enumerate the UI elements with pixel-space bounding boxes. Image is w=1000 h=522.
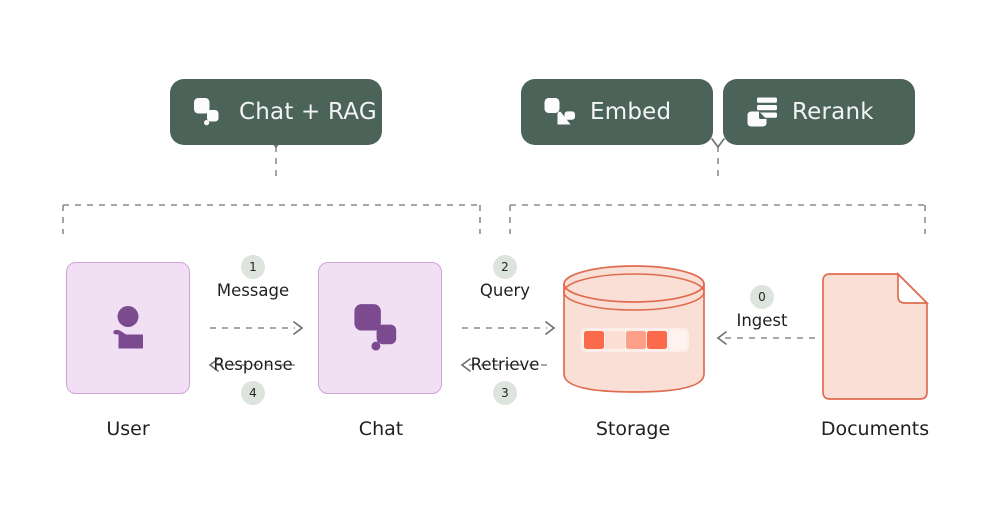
storage-progress-bar [581, 328, 689, 352]
message-arrowhead [293, 321, 304, 335]
capability-chip-embed[interactable]: Embed [521, 79, 713, 145]
chat-bubbles-icon [194, 98, 219, 126]
node-label-documents: Documents [820, 418, 930, 440]
rerank-stack-icon [747, 97, 777, 127]
flow-badge-response: 4 [241, 381, 265, 405]
chat-bubbles-icon [354, 304, 397, 351]
node-documents[interactable] [820, 272, 930, 402]
flow-label-query: Query [479, 281, 531, 300]
capability-chip-rerank[interactable]: Rerank [723, 79, 915, 145]
query-arrowhead [545, 321, 556, 335]
flow-label-response: Response [213, 355, 293, 374]
embed-shapes-icon [544, 98, 575, 125]
capability-chip-chat-rag[interactable]: Chat + RAG [170, 79, 382, 145]
database-cylinder-icon [563, 265, 705, 393]
flow-badge-retrieve: 3 [493, 381, 517, 405]
capability-chip-label: Rerank [792, 99, 874, 125]
user-person-icon [113, 306, 143, 349]
capability-chip-label: Chat + RAG [239, 99, 377, 125]
node-label-storage: Storage [595, 418, 671, 440]
node-chat[interactable] [318, 262, 442, 394]
capability-chip-label: Embed [590, 99, 672, 125]
flow-label-ingest: Ingest [736, 311, 788, 330]
ingest-arrowhead [716, 331, 727, 345]
flow-label-message: Message [216, 281, 290, 300]
node-label-user: User [106, 418, 150, 440]
flow-badge-message: 1 [241, 255, 265, 279]
flow-label-retrieve: Retrieve [470, 355, 540, 374]
flow-badge-query: 2 [493, 255, 517, 279]
document-page-icon [822, 272, 930, 400]
node-storage[interactable] [560, 262, 708, 396]
node-user[interactable] [66, 262, 190, 394]
flow-badge-ingest: 0 [750, 285, 774, 309]
chip-right-arrowhead [711, 138, 725, 149]
node-label-chat: Chat [358, 418, 404, 440]
